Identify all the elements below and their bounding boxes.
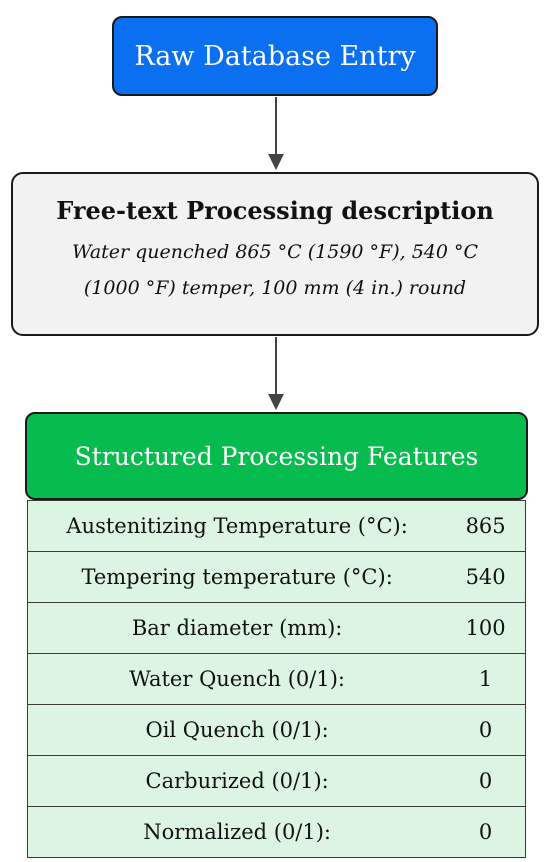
free-text-line-2: (1000 °F) temper, 100 mm (4 in.) round bbox=[83, 277, 467, 299]
feature-label: Tempering temperature (°C): bbox=[27, 551, 447, 603]
raw-database-entry-label: Raw Database Entry bbox=[134, 40, 416, 72]
free-text-line-1: Water quenched 865 °C (1590 °F), 540 °C bbox=[71, 241, 479, 263]
structured-features-header: Structured Processing Features bbox=[25, 412, 528, 500]
raw-database-entry-box: Raw Database Entry bbox=[112, 16, 438, 96]
feature-label: Normalized (0/1): bbox=[27, 806, 447, 858]
structured-features-table: Austenitizing Temperature (°C): 865 Temp… bbox=[27, 500, 527, 858]
feature-value: 0 bbox=[446, 806, 527, 858]
feature-value: 865 bbox=[446, 500, 527, 552]
feature-value: 1 bbox=[446, 653, 527, 705]
feature-label: Austenitizing Temperature (°C): bbox=[27, 500, 447, 552]
arrow-free-to-structured bbox=[268, 337, 284, 410]
feature-value: 100 bbox=[446, 602, 527, 654]
table-row: Carburized (0/1): 0 bbox=[27, 755, 527, 807]
table-row: Water Quench (0/1): 1 bbox=[27, 653, 527, 705]
table-row: Normalized (0/1): 0 bbox=[27, 806, 527, 858]
table-row: Tempering temperature (°C): 540 bbox=[27, 551, 527, 603]
feature-label: Bar diameter (mm): bbox=[27, 602, 447, 654]
table-row: Austenitizing Temperature (°C): 865 bbox=[27, 500, 527, 552]
free-text-title: Free-text Processing description bbox=[56, 196, 494, 225]
free-text-description: Water quenched 865 °C (1590 °F), 540 °C … bbox=[13, 234, 537, 306]
table-row: Oil Quench (0/1): 0 bbox=[27, 704, 527, 756]
free-text-description-box: Free-text Processing description Water q… bbox=[11, 172, 539, 336]
feature-value: 0 bbox=[446, 755, 527, 807]
feature-value: 540 bbox=[446, 551, 527, 603]
table-row: Bar diameter (mm): 100 bbox=[27, 602, 527, 654]
arrow-raw-to-free bbox=[268, 97, 284, 170]
feature-label: Water Quench (0/1): bbox=[27, 653, 447, 705]
feature-label: Oil Quench (0/1): bbox=[27, 704, 447, 756]
structured-features-title: Structured Processing Features bbox=[74, 441, 479, 471]
feature-value: 0 bbox=[446, 704, 527, 756]
feature-label: Carburized (0/1): bbox=[27, 755, 447, 807]
